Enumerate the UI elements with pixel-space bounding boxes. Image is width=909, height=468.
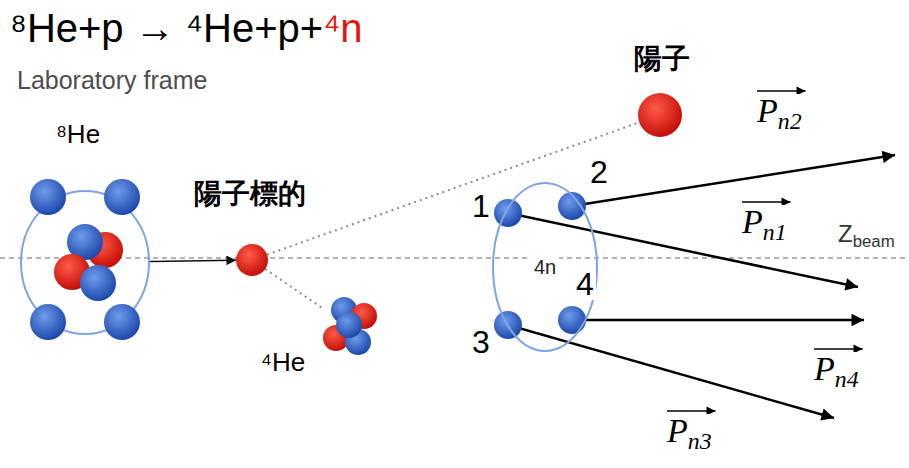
symbol: P	[814, 350, 835, 387]
vector-arrow	[757, 90, 806, 91]
tetraneutron: 4n	[492, 182, 598, 352]
neutron	[30, 179, 66, 215]
momentum-label: Pn3	[665, 414, 714, 454]
reaction-text: ⁸He+p → ⁴He+p+	[10, 6, 323, 50]
he4-nucleus-shape	[318, 294, 382, 360]
neutron	[336, 312, 362, 338]
subscript: n2	[778, 108, 802, 134]
product-highlight: ⁴n	[323, 6, 362, 50]
frame-caption: Laboratory frame	[15, 68, 209, 93]
neutron-number: 2	[588, 156, 610, 188]
beam-axis-label: Zbeam	[836, 222, 897, 251]
scatter-trajectory	[267, 122, 639, 254]
symbol: P	[667, 412, 688, 449]
he4-nucleus: ⁴He	[318, 294, 382, 360]
neutron	[558, 306, 586, 334]
symbol: P	[742, 203, 763, 240]
momentum-arrow	[508, 325, 834, 418]
vector-arrow	[667, 410, 716, 411]
subscript: beam	[853, 232, 895, 251]
he8-nucleus: ⁸He	[20, 190, 150, 335]
momentum-arrow	[572, 155, 895, 206]
momentum-arrow	[572, 319, 864, 322]
momentum-arrow	[508, 213, 858, 287]
proton	[638, 93, 682, 137]
neutron	[30, 304, 66, 340]
symbol: Z	[838, 220, 853, 247]
he8-nucleus-shape	[20, 190, 150, 335]
scatter-trajectory	[265, 269, 323, 309]
vector-arrow	[814, 348, 863, 349]
neutron	[80, 265, 116, 301]
neutron-number: 4	[574, 268, 596, 300]
scattered-proton: 陽子	[638, 93, 682, 137]
proton-target: 陽子標的	[236, 244, 268, 276]
momentum-label: Pn1	[740, 205, 789, 245]
vector-arrow	[742, 201, 791, 202]
neutron	[104, 179, 140, 215]
reaction-title: ⁸He+p → ⁴He+p+⁴n	[10, 8, 363, 48]
beam-axis	[0, 257, 909, 259]
subscript: n3	[688, 428, 712, 454]
nucleus-outline	[493, 183, 597, 351]
neutron	[494, 199, 522, 227]
proton	[236, 244, 268, 276]
node-label: 4n	[531, 256, 559, 279]
scattered-proton-shape	[638, 93, 682, 137]
momentum-label: Pn4	[812, 352, 861, 392]
symbol: P	[757, 92, 778, 129]
neutron-number: 3	[470, 326, 492, 358]
node-heading: ⁸He	[56, 120, 100, 150]
neutron-number: 1	[470, 190, 492, 222]
node-heading: 陽子	[634, 43, 690, 75]
node-heading: ⁴He	[261, 348, 305, 378]
proton-target-shape	[236, 244, 268, 276]
subscript: n1	[763, 219, 787, 245]
node-heading: 陽子標的	[194, 178, 306, 210]
subscript: n4	[835, 366, 859, 392]
neutron	[104, 304, 140, 340]
momentum-label: Pn2	[755, 94, 804, 134]
incoming-arrow	[150, 260, 236, 261]
